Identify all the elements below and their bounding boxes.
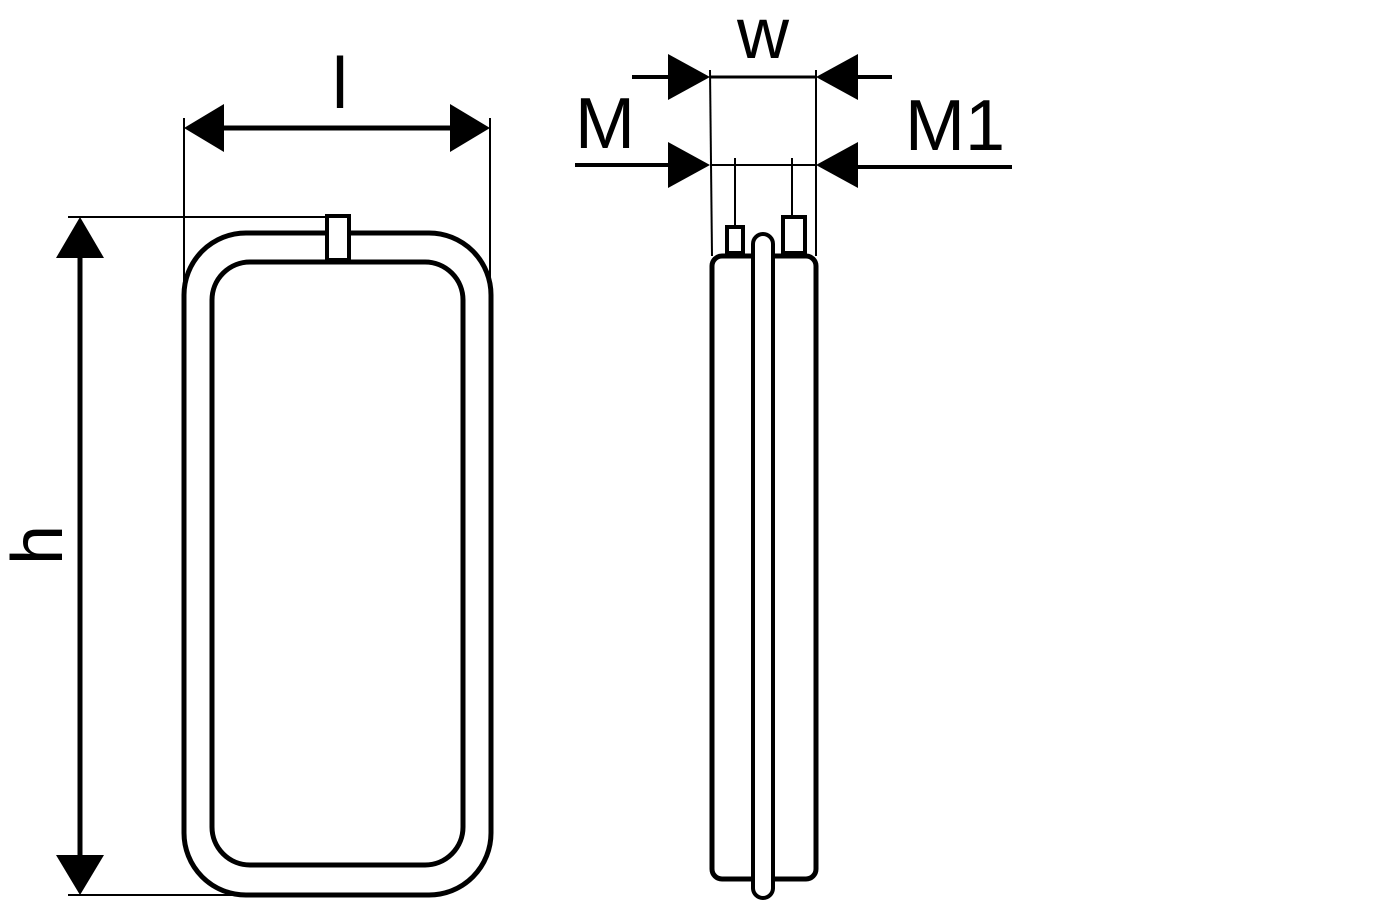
width-dimension: w [632, 0, 892, 257]
connection-m-label: M [575, 84, 635, 164]
side-view [709, 158, 819, 900]
connection-arrow-left [668, 142, 710, 188]
length-dimension: l [183, 44, 491, 290]
front-connector [325, 214, 351, 262]
side-connector-m1 [781, 215, 807, 255]
height-label: h [0, 525, 78, 565]
length-label: l [332, 44, 348, 124]
front-view [181, 214, 494, 898]
connection-dimension: M M1 [575, 84, 1012, 188]
side-flange [751, 232, 775, 900]
connection-m1-label: M1 [905, 86, 1005, 166]
width-arrow-right [816, 54, 858, 100]
width-ext-left [709, 69, 713, 257]
connection-arrow-right [816, 142, 858, 188]
side-connector-m [725, 225, 745, 255]
width-arrow-left [668, 54, 710, 100]
front-outer-outline [181, 230, 494, 898]
height-dimension: h [0, 216, 340, 896]
height-arrow-top [56, 217, 104, 258]
length-arrow-right [450, 104, 490, 152]
front-inner-outline [209, 259, 466, 868]
height-arrow-bottom [56, 855, 104, 895]
width-label: w [736, 0, 790, 74]
length-arrow-left [184, 104, 224, 152]
